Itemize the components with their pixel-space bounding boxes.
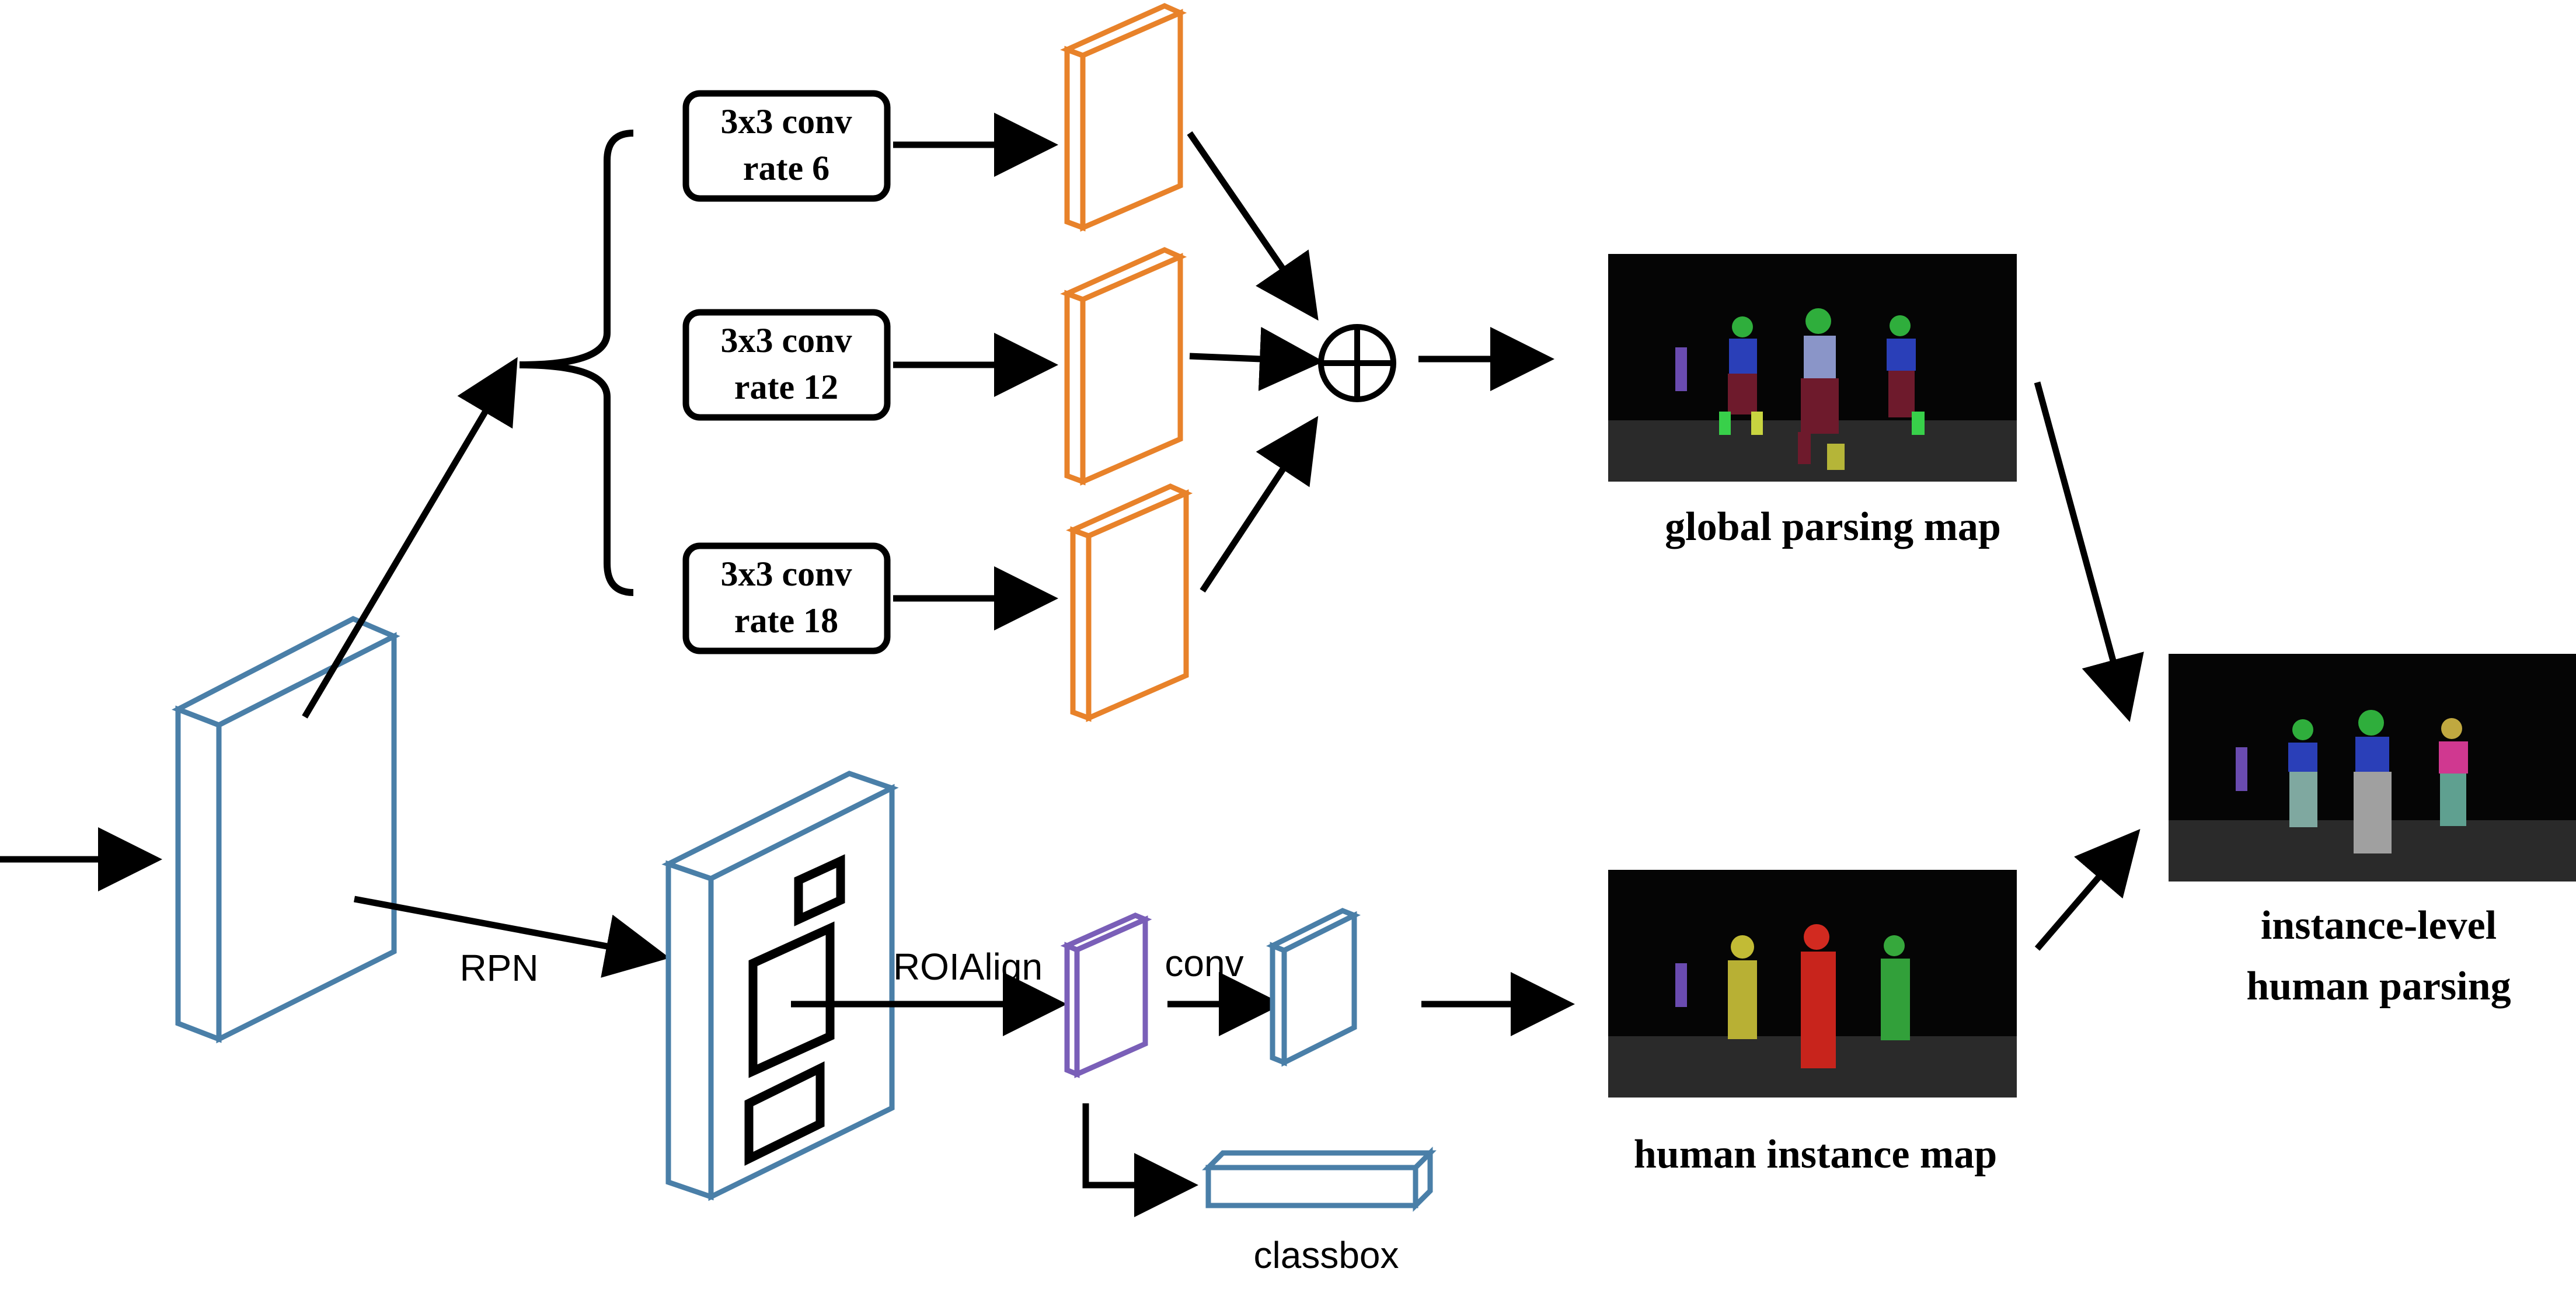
conv-block-rate-18-line1: 3x3 conv — [721, 555, 852, 593]
element-wise-sum-icon — [1318, 324, 1396, 402]
conv-block-rate-6: 3x3 conv rate 6 — [682, 90, 891, 202]
conv-feature-block — [1266, 908, 1361, 1067]
conv-block-rate-6-line1: 3x3 conv — [721, 102, 852, 141]
global-parsing-map-label: global parsing map — [1665, 504, 2001, 549]
region-proposals — [744, 854, 845, 1166]
instance-level-label-line2: human parsing — [2246, 964, 2511, 1009]
conv-block-rate-12-line2: rate 12 — [734, 368, 838, 406]
conv-label: conv — [1165, 942, 1243, 984]
conv-block-rate-6-line2: rate 6 — [743, 149, 829, 187]
orange2-to-sum-arrow — [1189, 326, 1324, 391]
conv-block-rate-18: 3x3 conv rate 18 — [682, 542, 891, 654]
orange1-to-sum-arrow — [1187, 131, 1319, 321]
orange-feature-block-1 — [1060, 3, 1187, 232]
rpn-label: RPN — [459, 947, 538, 989]
orange-feature-block-2 — [1060, 247, 1187, 486]
global-to-final-arrow — [2034, 381, 2144, 722]
human-instance-map-image — [1608, 870, 2017, 1098]
roialign-label: ROIAlign — [893, 946, 1043, 988]
orange-feature-block-3 — [1066, 483, 1193, 722]
backbone-to-aspp-arrow — [302, 357, 518, 719]
classbox-block — [1202, 1147, 1437, 1212]
backbone-feature-block — [172, 616, 400, 1044]
instance-to-final-arrow — [2034, 828, 2141, 951]
global-parsing-map-image — [1608, 254, 2017, 482]
orange3-to-sum-arrow — [1200, 416, 1319, 593]
backbone-to-rpn-arrow — [353, 896, 670, 978]
branch-bracket — [519, 130, 634, 596]
instance-level-label-line1: instance-level — [2261, 903, 2497, 948]
conv-block-rate-12: 3x3 conv rate 12 — [682, 309, 891, 421]
instance-level-human-parsing-image — [2169, 654, 2576, 882]
conv-block-rate-12-line1: 3x3 conv — [721, 321, 852, 360]
conv-block-rate-18-line2: rate 18 — [734, 601, 838, 640]
roi-to-classbox-arrow — [1082, 1103, 1198, 1217]
roi-feature-block — [1060, 912, 1152, 1078]
human-instance-map-label: human instance map — [1634, 1132, 1997, 1177]
classbox-label: classbox — [1254, 1234, 1399, 1276]
rpn-feature-block — [661, 771, 899, 1201]
